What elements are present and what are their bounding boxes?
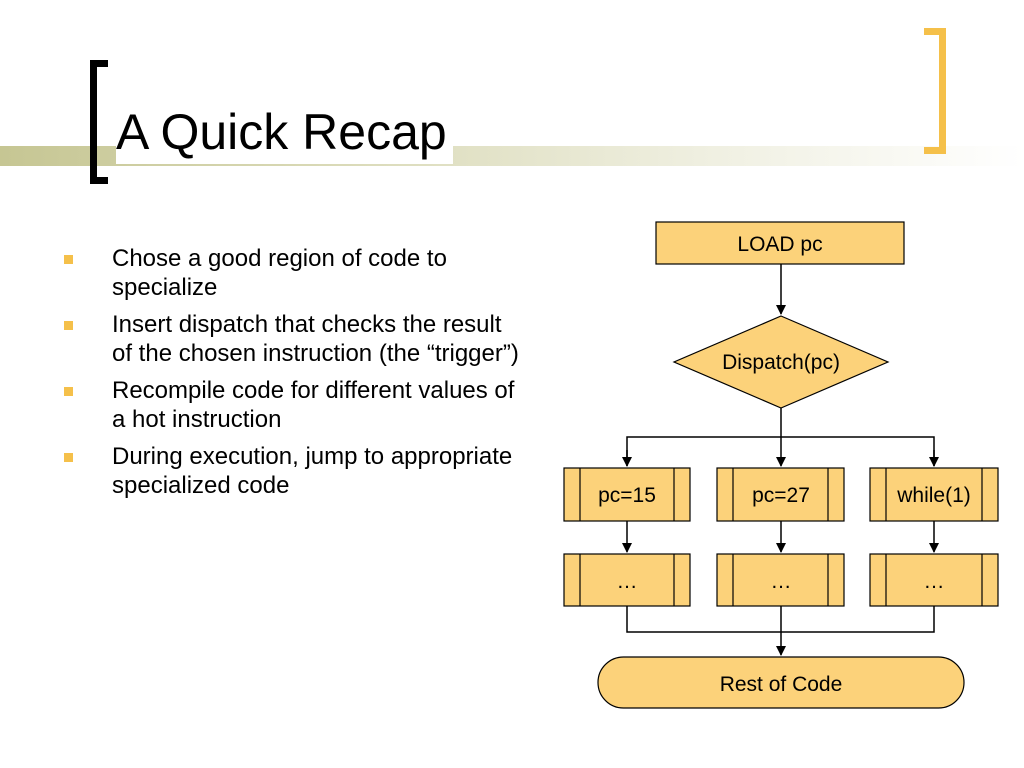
- square-bullet-icon: [64, 321, 73, 330]
- bullet-item: Insert dispatch that checks the result o…: [60, 310, 520, 368]
- case-box-2: pc=27: [716, 467, 845, 522]
- bullet-item: Recompile code for different values of a…: [60, 376, 520, 434]
- bullet-item: Chose a good region of code to specializ…: [60, 244, 520, 302]
- case-box-3: while(1): [869, 467, 999, 522]
- slide-title: A Quick Recap: [116, 100, 453, 164]
- right-bracket-decoration: [924, 28, 946, 154]
- bullet-text: Chose a good region of code to specializ…: [112, 245, 447, 301]
- bullet-text: Insert dispatch that checks the result o…: [112, 311, 519, 367]
- rest-of-code-label: Rest of Code: [720, 673, 843, 696]
- square-bullet-icon: [64, 255, 73, 264]
- left-bracket-decoration: [90, 60, 108, 184]
- body-box-3: …: [869, 553, 999, 607]
- dispatch-label: Dispatch(pc): [722, 351, 840, 374]
- body-box-2: …: [716, 553, 845, 607]
- body-label: …: [924, 570, 945, 593]
- bullet-list: Chose a good region of code to specializ…: [60, 244, 520, 508]
- load-pc-label: LOAD pc: [737, 233, 822, 256]
- connector-lines: [622, 264, 939, 656]
- dispatch-diamond: [672, 315, 890, 409]
- square-bullet-icon: [64, 453, 73, 462]
- case-label: pc=27: [752, 484, 810, 507]
- case-box-1: pc=15: [563, 467, 691, 522]
- body-label: …: [617, 570, 638, 593]
- bullet-text: During execution, jump to appropriate sp…: [112, 443, 513, 499]
- body-label: …: [771, 570, 792, 593]
- case-label: while(1): [896, 484, 971, 507]
- bullet-item: During execution, jump to appropriate sp…: [60, 442, 520, 500]
- body-box-1: …: [563, 553, 691, 607]
- load-pc-box: [655, 221, 905, 265]
- square-bullet-icon: [64, 387, 73, 396]
- bullet-text: Recompile code for different values of a…: [112, 377, 515, 433]
- case-label: pc=15: [598, 484, 656, 507]
- rest-of-code-terminator: [597, 656, 965, 709]
